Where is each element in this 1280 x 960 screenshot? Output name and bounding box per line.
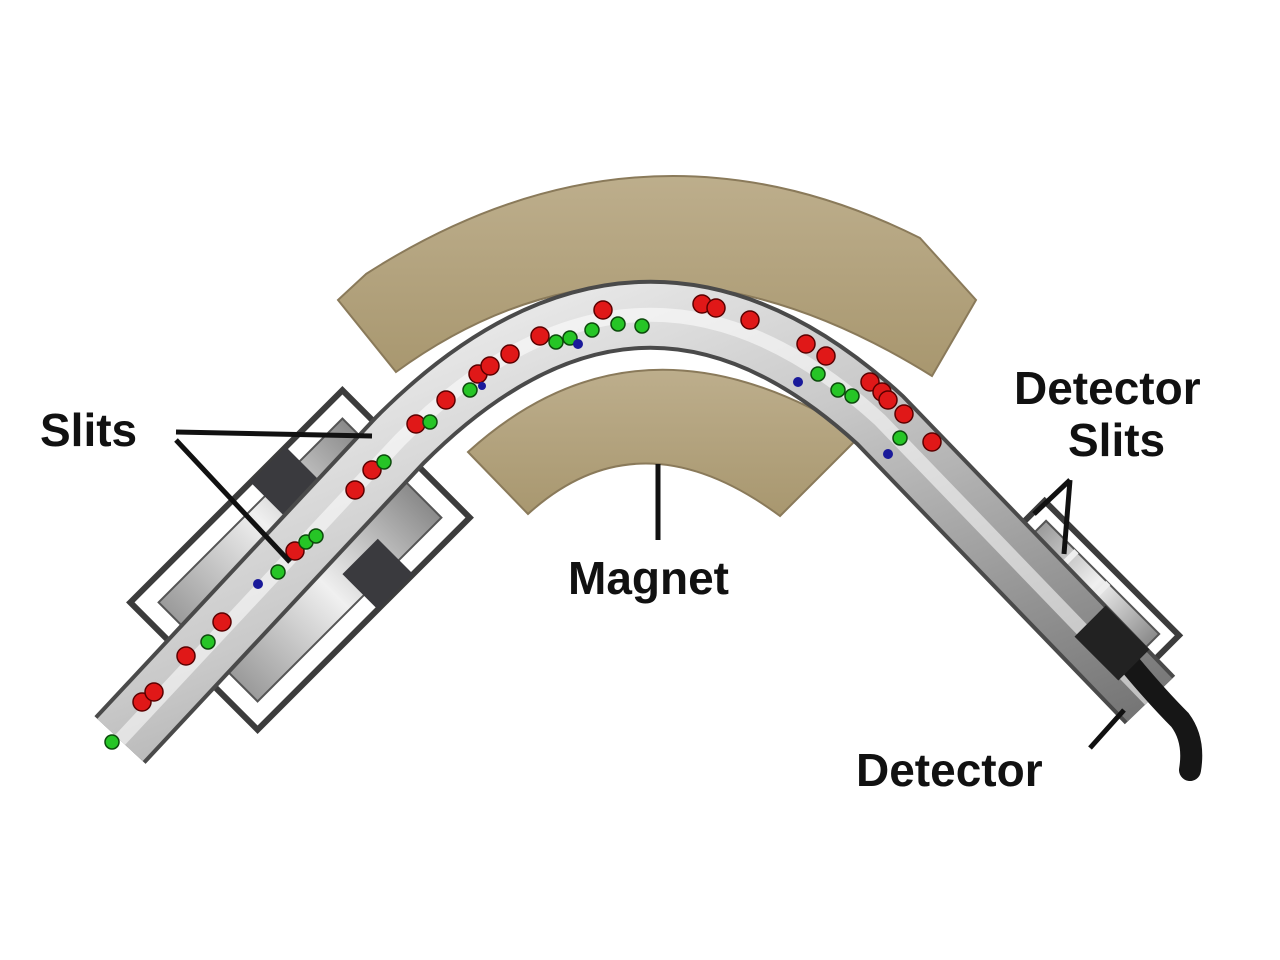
detector-leader bbox=[1088, 708, 1126, 750]
ion-green bbox=[200, 634, 216, 650]
ion-red bbox=[894, 404, 914, 424]
slits-label: Slits bbox=[40, 404, 137, 456]
ion-green bbox=[308, 528, 324, 544]
magnet-label: Magnet bbox=[568, 552, 729, 604]
detector-slits-leader-a bbox=[1032, 478, 1072, 516]
ion-red bbox=[816, 346, 836, 366]
ion-green bbox=[462, 382, 478, 398]
ion-red bbox=[345, 480, 365, 500]
ion-blue bbox=[573, 339, 583, 349]
ion-red bbox=[176, 646, 196, 666]
slits-leader-upper bbox=[175, 429, 373, 439]
ion-blue bbox=[793, 377, 803, 387]
ion-red bbox=[796, 334, 816, 354]
flight-tube-highlight bbox=[114, 307, 1156, 745]
ion-red bbox=[480, 356, 500, 376]
ion-green bbox=[562, 330, 578, 346]
detector-body bbox=[1074, 605, 1150, 681]
slits-leader-lower bbox=[174, 438, 292, 564]
ion-green bbox=[548, 334, 564, 350]
detector-slits-label-line2: Slits bbox=[1068, 414, 1165, 466]
ion-green bbox=[844, 388, 860, 404]
ion-blue bbox=[253, 579, 263, 589]
ion-red bbox=[922, 432, 942, 452]
ion-green bbox=[810, 366, 826, 382]
detector-label: Detector bbox=[856, 744, 1043, 796]
ion-green bbox=[610, 316, 626, 332]
ion-blue bbox=[883, 449, 893, 459]
magnet-outer-pole bbox=[336, 174, 978, 378]
ion-red bbox=[878, 390, 898, 410]
ion-red bbox=[740, 310, 760, 330]
ion-red bbox=[593, 300, 613, 320]
ion-green bbox=[270, 564, 286, 580]
ion-red bbox=[530, 326, 550, 346]
ion-green bbox=[376, 454, 392, 470]
ion-red bbox=[285, 541, 305, 561]
ion-red bbox=[362, 460, 382, 480]
ion-green bbox=[892, 430, 908, 446]
leader-lines bbox=[174, 429, 1126, 750]
ion-green bbox=[422, 414, 438, 430]
detector-slits-label-line1: Detector bbox=[1014, 362, 1201, 414]
ion-blue bbox=[478, 382, 486, 390]
ion-red bbox=[144, 682, 164, 702]
ion-red bbox=[436, 390, 456, 410]
ion-green bbox=[634, 318, 650, 334]
ion-green bbox=[830, 382, 846, 398]
ion-beam bbox=[104, 294, 942, 750]
ion-red bbox=[212, 612, 232, 632]
ion-red bbox=[500, 344, 520, 364]
detector-slits-leader-b bbox=[1061, 479, 1073, 555]
ion-red bbox=[406, 414, 426, 434]
ion-red bbox=[706, 298, 726, 318]
ion-green bbox=[104, 734, 120, 750]
ion-green bbox=[584, 322, 600, 338]
